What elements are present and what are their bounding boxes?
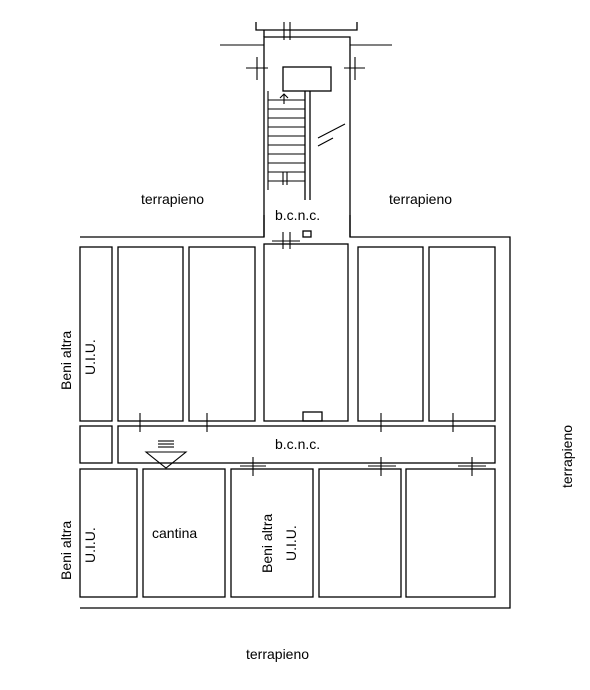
stair-small-block <box>302 230 312 238</box>
label-bcnc-stair: b.c.n.c. <box>275 207 320 223</box>
room-lower-left-partial <box>79 468 138 598</box>
label-uiu-lower-mid: U.I.U. <box>283 525 299 561</box>
corridor <box>117 425 496 464</box>
room-upper-2 <box>188 246 256 422</box>
stair-treads <box>267 91 305 190</box>
room-cantina <box>142 468 226 598</box>
entrance-arrow-icon <box>144 440 188 469</box>
stair-lower-wall <box>263 215 351 237</box>
room-lower-3 <box>318 468 402 598</box>
label-beni-altra-upper: Beni altra <box>58 331 74 390</box>
room-upper-left-partial <box>79 246 113 422</box>
label-beni-altra-lower-left: Beni altra <box>58 521 74 580</box>
room-upper-4 <box>428 246 496 422</box>
room-left-partial-mid <box>79 425 113 464</box>
room-upper-center <box>263 243 349 422</box>
label-terrapieno-side: terrapieno <box>559 425 575 488</box>
label-uiu-upper: U.I.U. <box>82 339 98 375</box>
label-terrapieno-right: terrapieno <box>389 191 452 207</box>
room-lower-4 <box>405 468 496 598</box>
door-ticks <box>128 413 486 476</box>
label-uiu-lower-left: U.I.U. <box>82 527 98 563</box>
room-upper-3 <box>357 246 424 422</box>
label-bcnc-corridor: b.c.n.c. <box>275 436 320 452</box>
label-terrapieno-left: terrapieno <box>141 191 204 207</box>
label-terrapieno-bottom: terrapieno <box>246 646 309 662</box>
label-beni-altra-lower-mid: Beni altra <box>259 514 275 573</box>
label-cantina: cantina <box>152 525 197 541</box>
stair-arrow <box>279 93 289 104</box>
stair-door-swing <box>317 123 346 147</box>
stair-wall-ticks <box>220 22 392 249</box>
stair-top-wall <box>255 22 358 31</box>
outer-wall <box>80 36 511 609</box>
room-lower-beni <box>230 468 314 598</box>
room-upper-1 <box>117 246 184 422</box>
corridor-small-block <box>302 411 323 422</box>
stair-landing <box>282 66 332 92</box>
